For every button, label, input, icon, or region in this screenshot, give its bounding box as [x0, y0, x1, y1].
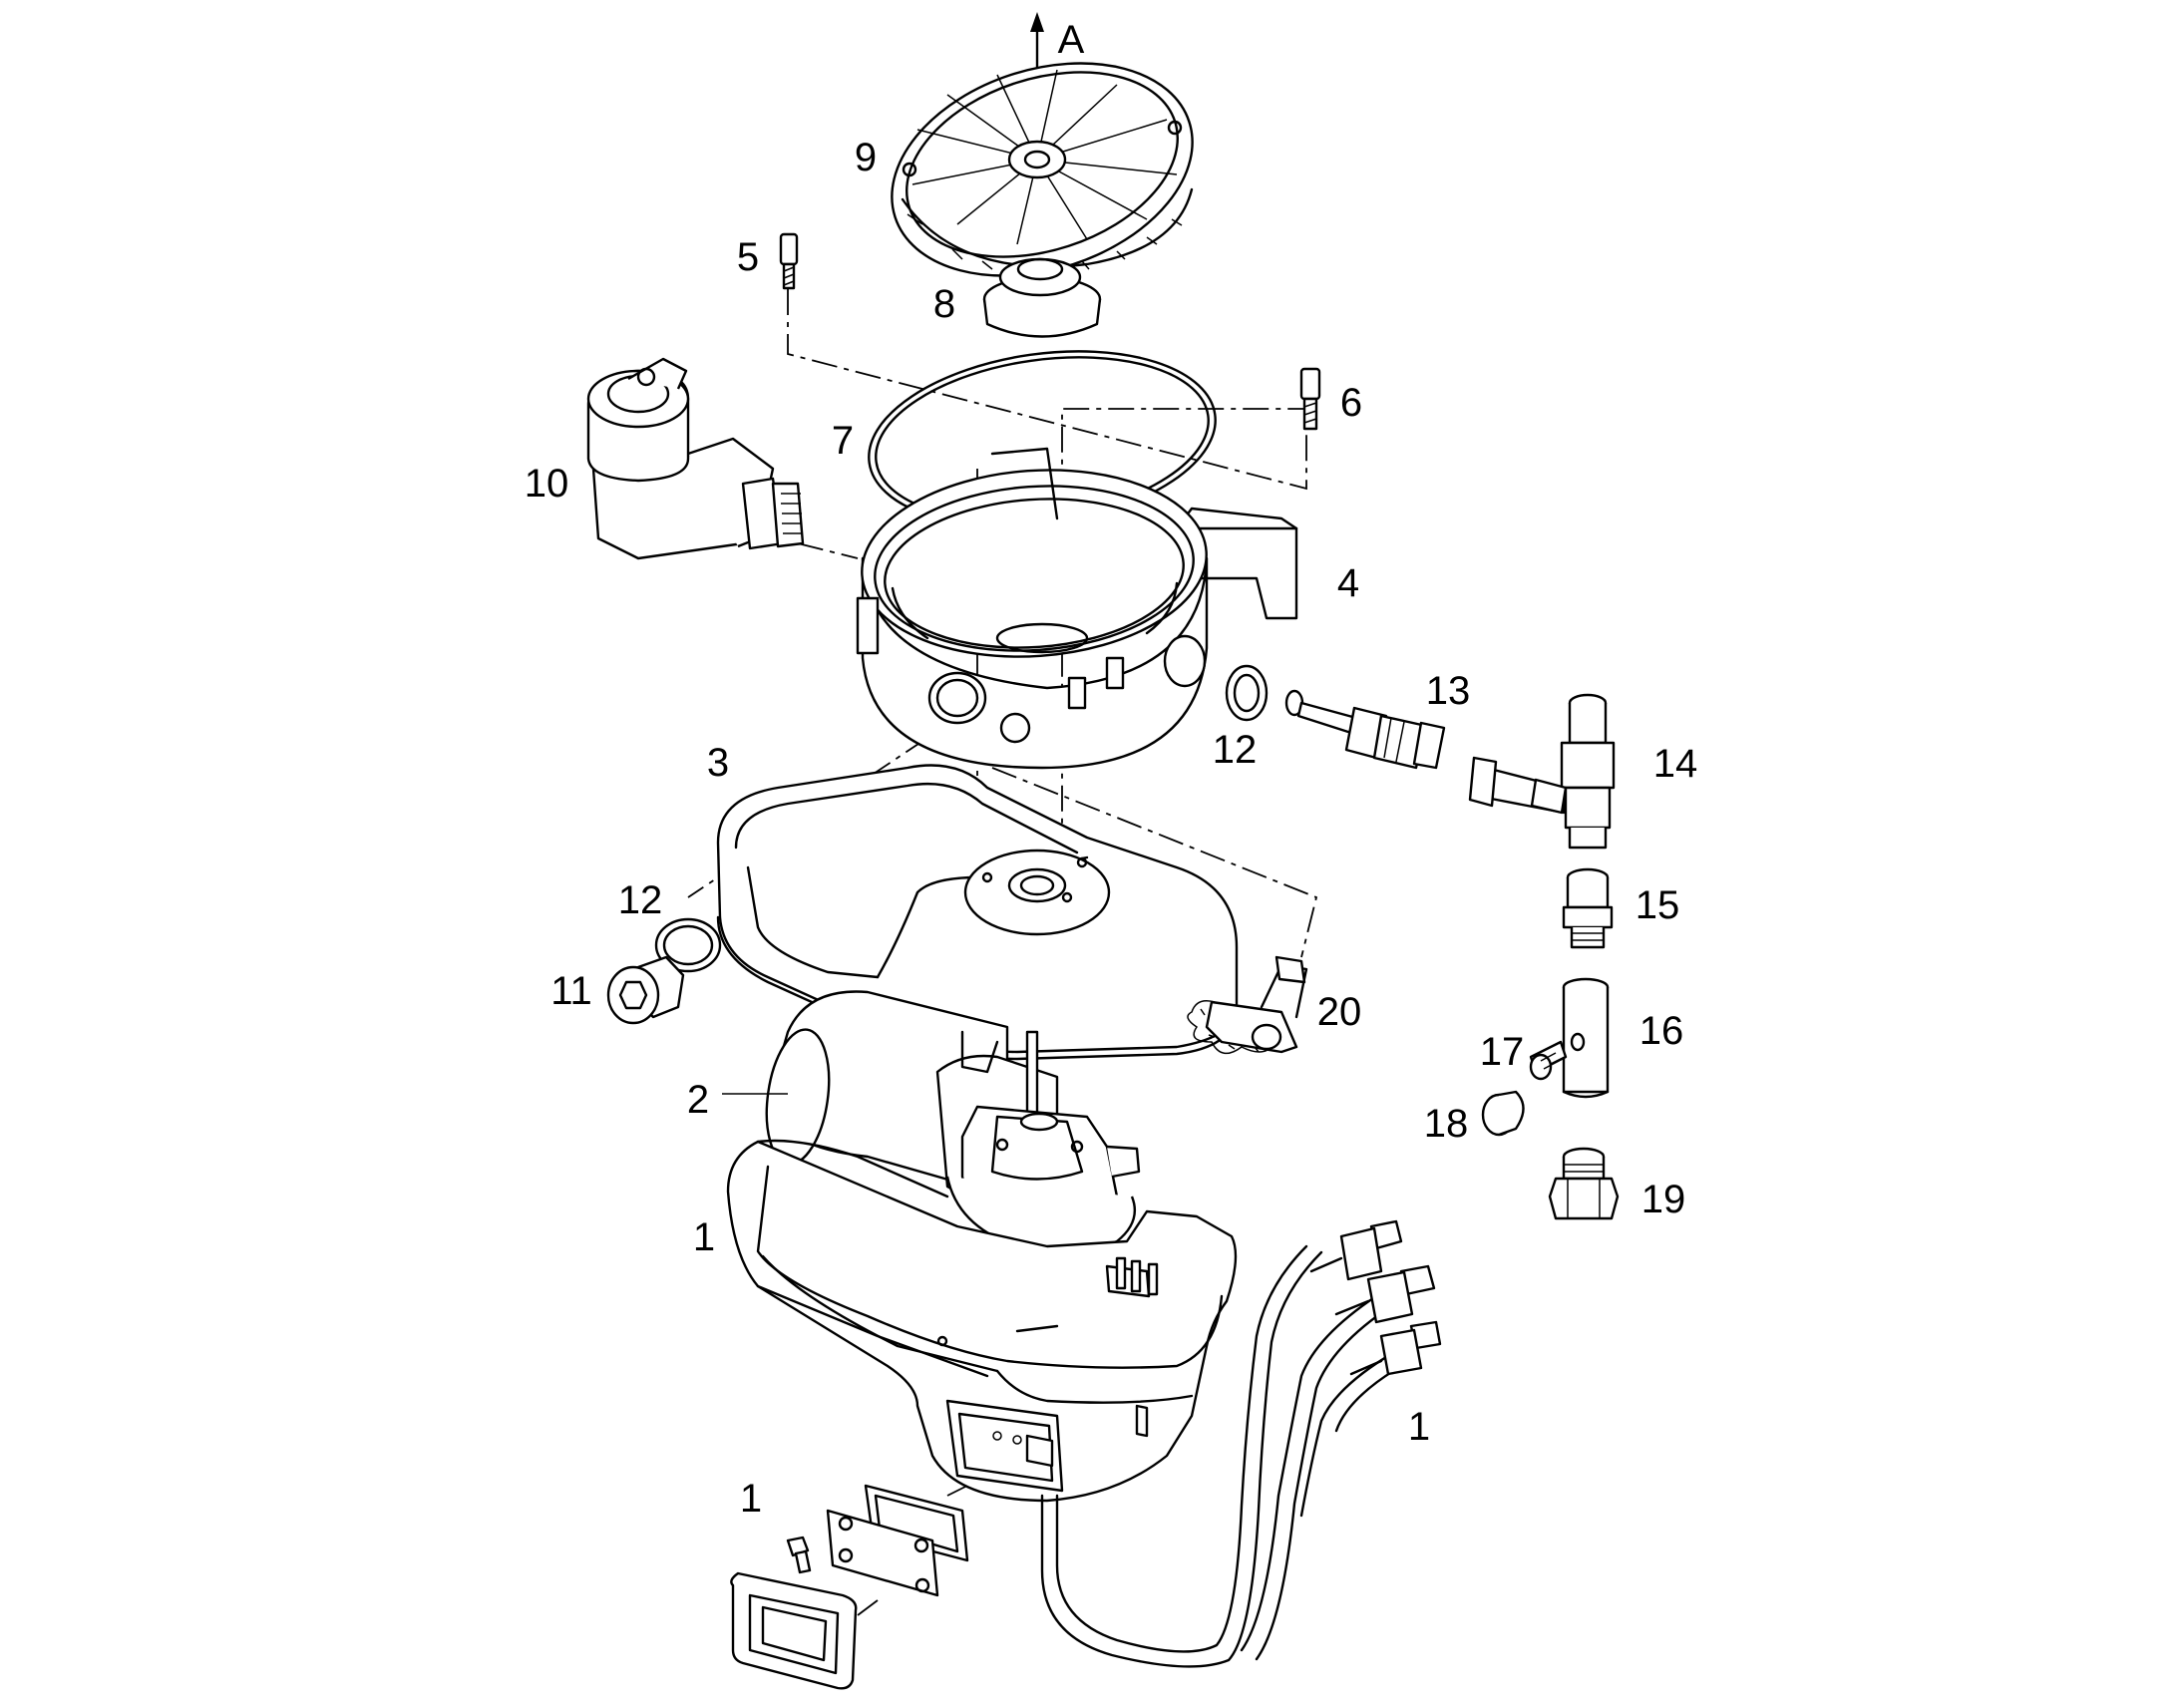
callout-3: 3 [706, 741, 730, 785]
part-5-screw [779, 232, 799, 290]
part-3-lid [716, 764, 1239, 1061]
part-2-motor [765, 990, 1141, 1253]
part-6-screw [1299, 367, 1321, 431]
callout-1-base: 1 [692, 1215, 716, 1259]
callout-2: 2 [686, 1078, 710, 1122]
part-12-washer-right [1225, 664, 1269, 722]
label-a: A [1057, 18, 1085, 62]
part-20-sensor [1187, 955, 1308, 1055]
callout-16: 16 [1638, 1009, 1684, 1053]
part-1-cable-harness [1040, 1219, 1442, 1668]
part-9-cover-disc [891, 62, 1194, 277]
part-16-block [1562, 977, 1610, 1099]
part-14-t-fitting [1468, 693, 1616, 850]
part-8-seal [982, 257, 1102, 338]
callout-14: 14 [1652, 742, 1698, 786]
callout-10: 10 [524, 462, 569, 506]
callout-13: 13 [1425, 669, 1471, 713]
callout-4: 4 [1336, 561, 1360, 605]
part-17-plug [1529, 1040, 1568, 1081]
callout-1-cover: 1 [739, 1477, 763, 1521]
part-19-nut-fitting [1548, 1147, 1620, 1220]
part-18-cap [1481, 1090, 1525, 1137]
callout-9: 9 [854, 136, 878, 179]
part-11-plug-screw [606, 955, 685, 1025]
callout-12-left: 12 [617, 878, 663, 922]
callout-17: 17 [1479, 1030, 1525, 1074]
part-1-cover-plate [730, 1484, 969, 1690]
callout-20: 20 [1316, 990, 1362, 1034]
part-4-housing [856, 447, 1298, 770]
leader-lines [722, 1093, 788, 1095]
callout-5: 5 [736, 235, 760, 279]
callout-12-right: 12 [1212, 728, 1258, 772]
part-13-fitting [1284, 689, 1446, 770]
callout-11: 11 [550, 969, 592, 1013]
callout-1-cable: 1 [1407, 1405, 1431, 1449]
callout-15: 15 [1635, 883, 1680, 927]
part-10-connector [586, 357, 805, 560]
callout-19: 19 [1640, 1178, 1686, 1221]
callout-7: 7 [831, 419, 855, 463]
part-1-base [726, 1139, 1238, 1503]
part-15-adapter [1562, 867, 1614, 949]
callout-8: 8 [932, 282, 956, 326]
callout-18: 18 [1423, 1102, 1469, 1146]
callout-6: 6 [1339, 381, 1363, 425]
part-12-washer-left [654, 917, 722, 973]
